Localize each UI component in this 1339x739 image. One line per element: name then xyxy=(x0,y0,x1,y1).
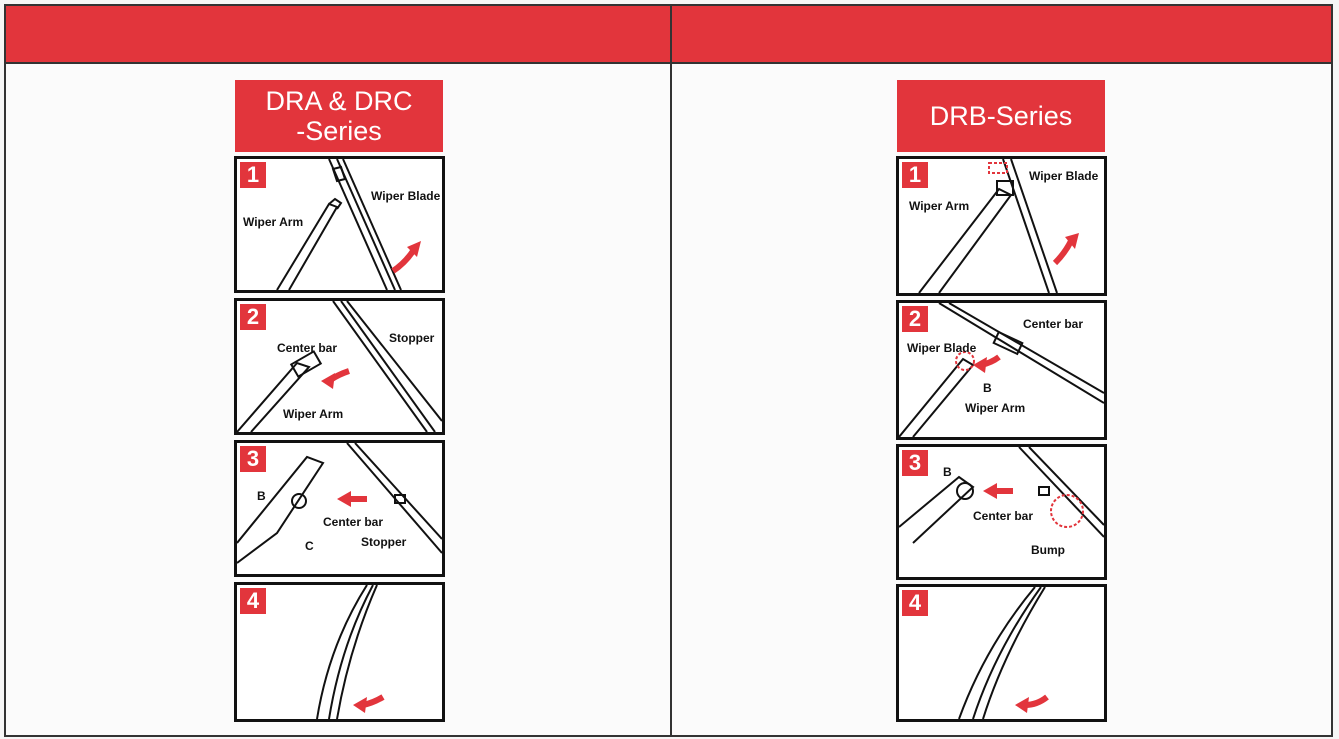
left-step-4-illustration xyxy=(316,585,385,719)
right-series-title-text: DRB-Series xyxy=(929,101,1073,131)
left-step-1-label-wiper-blade: Wiper Blade xyxy=(371,189,441,203)
left-step-1-number: 1 xyxy=(239,161,267,189)
right-step-2-illustration xyxy=(899,303,1104,437)
left-header-bar xyxy=(6,6,670,64)
left-step-2-label-center-bar: Center bar xyxy=(277,341,338,355)
left-series-title-line1: DRA & DRC xyxy=(265,86,413,116)
right-step-3-label-b: B xyxy=(943,465,952,479)
right-step-2-label-b: B xyxy=(983,381,992,395)
right-step-4-illustration xyxy=(958,587,1049,719)
right-step-1-illustration xyxy=(918,159,1079,293)
left-step-3-label-stopper: Stopper xyxy=(361,535,407,549)
right-step-2-label-wiper-arm: Wiper Arm xyxy=(965,401,1026,415)
column-divider xyxy=(670,6,672,735)
right-series-title: DRB-Series xyxy=(897,80,1105,152)
left-series-title: DRA & DRC -Series xyxy=(235,80,443,152)
left-step-2-panel: 2 Center bar Stopper Wiper Arm xyxy=(234,298,445,435)
right-step-2-number: 2 xyxy=(901,305,929,333)
left-step-4-panel: 4 xyxy=(234,582,445,722)
left-series-title-line2: -Series xyxy=(296,116,382,146)
left-step-3-label-c: C xyxy=(305,539,314,553)
right-step-4-number: 4 xyxy=(901,589,929,617)
left-step-2-label-stopper: Stopper xyxy=(389,331,435,345)
right-step-1-label-wiper-arm: Wiper Arm xyxy=(909,199,970,213)
left-step-2-illustration xyxy=(237,301,442,432)
left-step-4-number: 4 xyxy=(239,587,267,615)
left-step-3-illustration xyxy=(237,443,442,564)
right-step-3-label-bump: Bump xyxy=(1031,543,1065,557)
right-step-3-label-center-bar: Center bar xyxy=(973,509,1034,523)
right-step-1-panel: 1 Wiper Blade Wiper Arm xyxy=(896,156,1107,296)
right-step-1-number: 1 xyxy=(901,161,929,189)
right-step-1-label-wiper-blade: Wiper Blade xyxy=(1029,169,1099,183)
right-step-3-panel: 3 B Center bar Bump xyxy=(896,444,1107,580)
left-step-3-label-b: B xyxy=(257,489,266,503)
left-step-1-panel: 1 Wiper Arm Wiper Blade xyxy=(234,156,445,293)
left-step-3-panel: 3 B C Center bar Stopper xyxy=(234,440,445,577)
left-step-1-label-wiper-arm: Wiper Arm xyxy=(243,215,304,229)
right-step-2-label-wiper-blade: Wiper Blade xyxy=(907,341,977,355)
instruction-sheet: DRA & DRC -Series 1 Wiper Arm Wiper Blad… xyxy=(4,4,1333,737)
right-header-bar xyxy=(670,6,1331,64)
left-step-2-number: 2 xyxy=(239,303,267,331)
right-step-3-illustration xyxy=(899,447,1104,544)
left-step-3-number: 3 xyxy=(239,445,267,473)
right-step-3-number: 3 xyxy=(901,449,929,477)
left-step-2-label-wiper-arm: Wiper Arm xyxy=(283,407,344,421)
left-step-3-label-center-bar: Center bar xyxy=(323,515,384,529)
left-step-1-illustration xyxy=(276,159,421,290)
right-step-2-label-center-bar: Center bar xyxy=(1023,317,1084,331)
right-step-4-panel: 4 xyxy=(896,584,1107,722)
right-step-2-panel: 2 Center bar Wiper Blade B Wiper Arm xyxy=(896,300,1107,440)
